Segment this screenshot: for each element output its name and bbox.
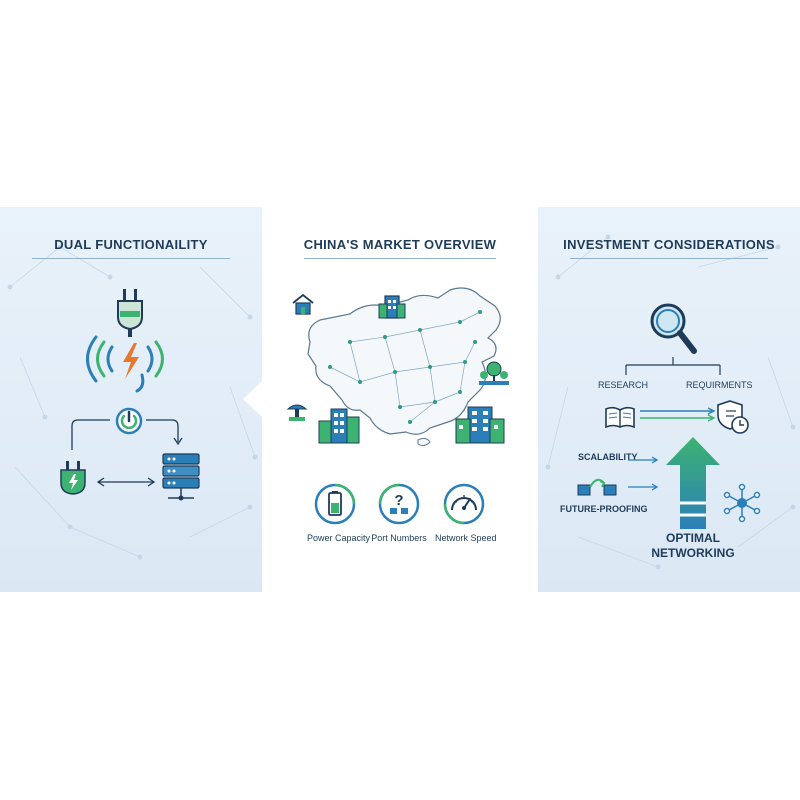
- power-plug-icon: [86, 289, 164, 393]
- magnifier-icon: [650, 303, 697, 354]
- optimal-line1: OPTIMAL: [666, 531, 720, 545]
- trees-icon: [479, 361, 509, 385]
- optimal-networking-label: OPTIMAL NETWORKING: [638, 531, 748, 561]
- growth-arrow-icon: [666, 437, 720, 529]
- scalability-label: SCALABILITY: [578, 452, 638, 462]
- title-underline: [570, 258, 768, 259]
- power-button-icon: [115, 407, 143, 435]
- dual-functionality-title: DUAL FUNCTIONAILITY: [54, 237, 208, 252]
- title-underline: [304, 258, 496, 259]
- optimal-line2: NETWORKING: [651, 546, 735, 560]
- china-market-title: CHINA'S MARKET OVERVIEW: [303, 237, 497, 252]
- office-building-icon: [378, 295, 406, 319]
- research-arrows: [640, 407, 716, 422]
- satellite-dish-icon: [286, 404, 308, 421]
- china-market-panel: CHINA'S MARKET OVERVIEW: [262, 207, 538, 592]
- infographic-band: DUAL FUNCTIONAILITY: [0, 207, 800, 592]
- future-arrow: [628, 483, 659, 491]
- dual-functionality-panel: DUAL FUNCTIONAILITY: [0, 207, 262, 592]
- question-ports-icon: ?: [378, 483, 420, 525]
- scalability-arrow: [628, 456, 659, 464]
- investment-panel: INVESTMENT CONSIDERATIONS RESEARCH REQUI…: [538, 207, 800, 592]
- svg-text:?: ?: [394, 492, 403, 509]
- city-buildings-icon: [318, 408, 360, 444]
- network-background: [545, 234, 796, 570]
- functionality-loop-diagram: [71, 419, 183, 487]
- network-background: [7, 244, 258, 560]
- investment-title: INVESTMENT CONSIDERATIONS: [563, 237, 775, 252]
- modules-icon: [577, 478, 617, 496]
- plug-icon: [60, 461, 86, 495]
- server-icon: [162, 453, 200, 501]
- checklist-shield-icon: [717, 400, 749, 434]
- research-label: RESEARCH: [598, 380, 649, 390]
- future-proofing-label: FUTURE-PROOFING: [560, 504, 648, 514]
- power-capacity-label: Power Capacity: [307, 533, 371, 543]
- network-hub-icon: [723, 483, 761, 523]
- speedometer-icon: [443, 483, 485, 525]
- house-icon: [292, 293, 314, 315]
- port-numbers-label: Port Numbers: [371, 533, 427, 543]
- campus-building-icon: [455, 406, 505, 444]
- battery-icon: [314, 483, 356, 525]
- tree-connector: [625, 357, 721, 375]
- network-speed-label: Network Speed: [435, 533, 497, 543]
- book-icon: [605, 406, 635, 429]
- requirements-label: REQUIRMENTS: [686, 380, 753, 390]
- china-network-map: [307, 287, 501, 447]
- left-notch: [243, 381, 262, 417]
- title-underline: [32, 258, 230, 259]
